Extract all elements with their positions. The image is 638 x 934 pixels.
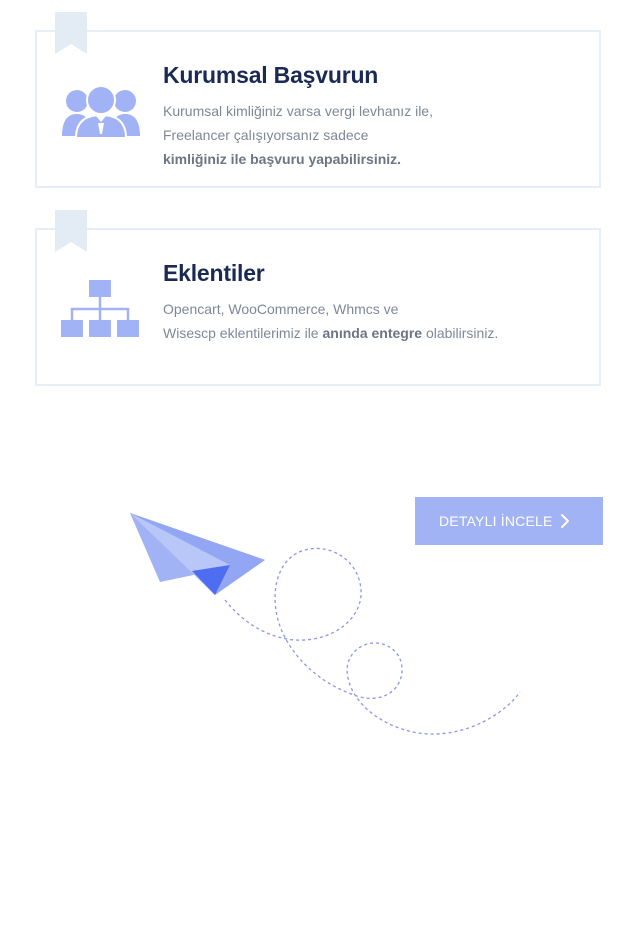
card-plugins: Eklentiler Opencart, WooCommerce, Whmcs … — [35, 210, 601, 386]
card-description: Kurumsal kimliğiniz varsa vergi levhanız… — [163, 99, 433, 171]
card-text-line: Opencart, WooCommerce, Whmcs ve — [163, 301, 399, 317]
bookmark-ribbon-icon — [55, 12, 87, 54]
details-button[interactable]: DETAYLI İNCELE — [415, 497, 603, 545]
card-description: Opencart, WooCommerce, Whmcs ve Wisescp … — [163, 297, 498, 345]
card-title: Kurumsal Başvurun — [163, 62, 379, 88]
details-button-label: DETAYLI İNCELE — [439, 513, 553, 529]
card-text-line: Freelancer çalışıyorsanız sadece — [163, 127, 369, 143]
paper-plane-icon — [130, 513, 521, 735]
sitemap-icon — [61, 280, 139, 337]
bookmark-ribbon-icon — [55, 210, 87, 252]
card-text-line: Wisescp eklentilerimiz ile anında entegr… — [163, 325, 499, 341]
users-group-icon — [62, 85, 140, 138]
card-text-bold: anında entegre — [322, 325, 423, 341]
card-text-bold: kimliğiniz ile başvuru yapabilirsiniz. — [163, 151, 402, 167]
card-text-line: Kurumsal kimliğiniz varsa vergi levhanız… — [163, 103, 433, 119]
card-title: Eklentiler — [163, 260, 265, 286]
chevron-right-icon — [561, 514, 569, 528]
card-corporate-application: Kurumsal Başvurun Kurumsal kimliğiniz va… — [35, 12, 601, 188]
